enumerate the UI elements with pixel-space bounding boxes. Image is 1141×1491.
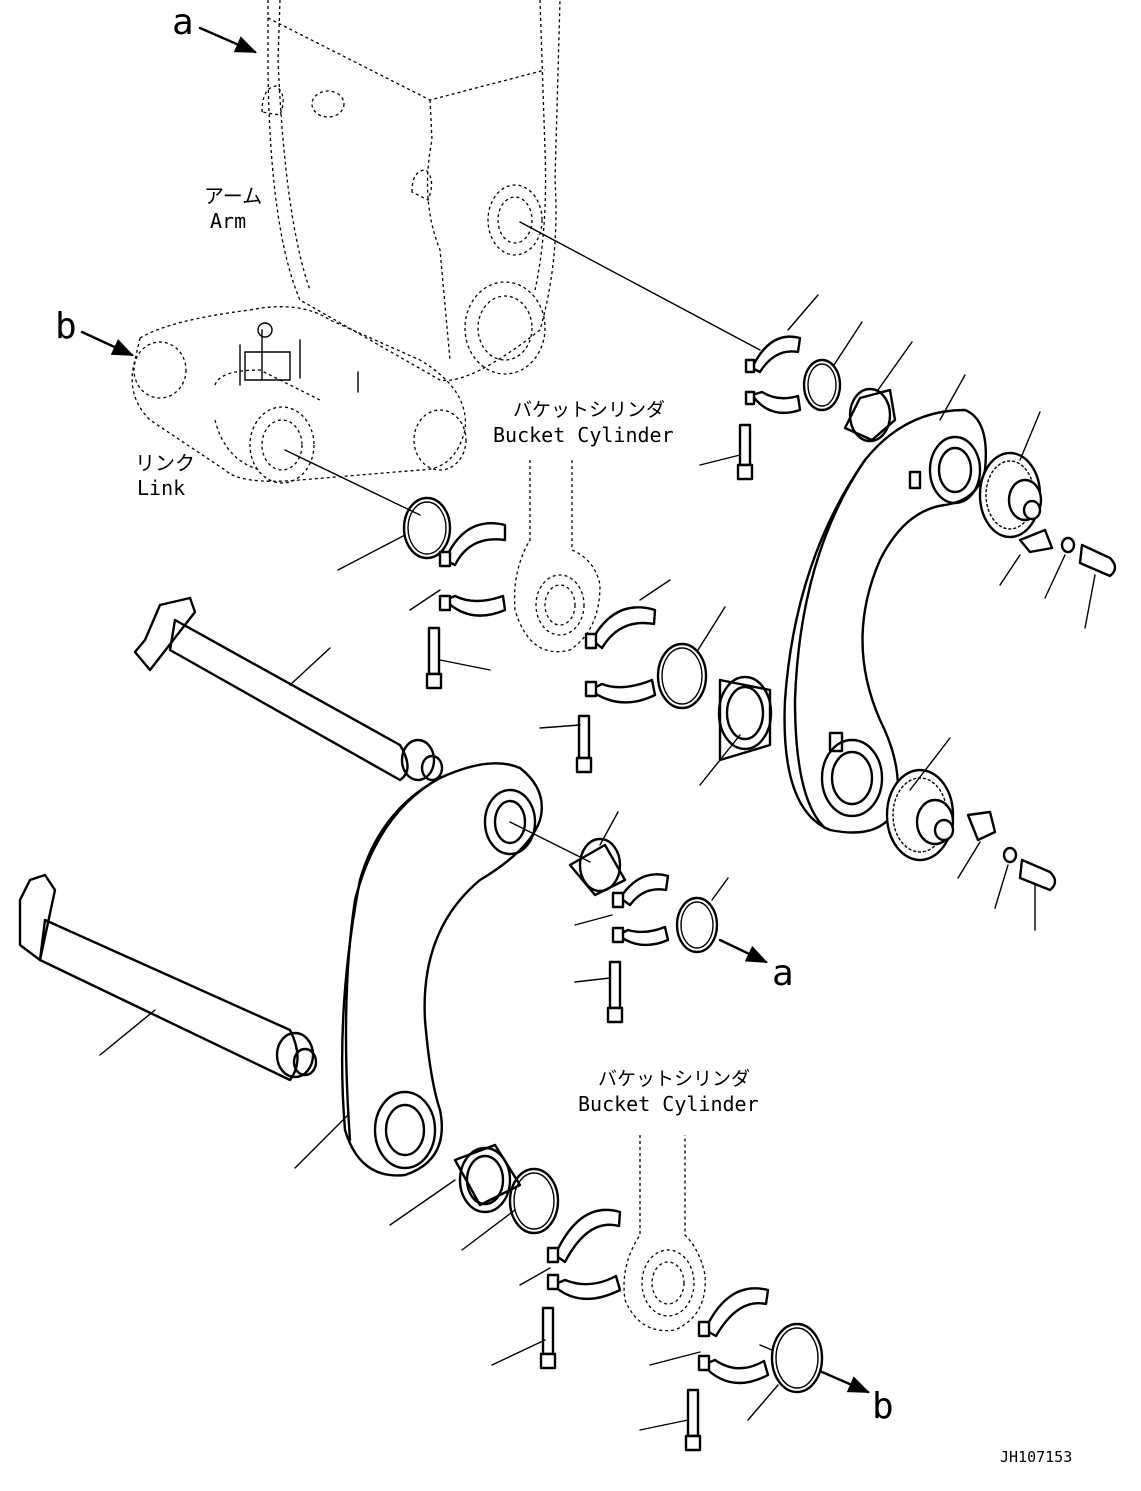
bolt-4 [608,962,622,1022]
end-cap-upper [980,453,1115,576]
right-bucket-link [785,410,986,833]
arrow-a-top [200,28,257,52]
bucket-cylinder-upper-label-en: Bucket Cylinder [493,423,674,447]
seal-ring-b [772,1324,822,1392]
drawing-number: JH107153 [1000,1448,1072,1466]
end-cap-lower [887,770,1055,890]
bushing-bottom [455,1145,520,1212]
arrow-b-bottom [822,1372,870,1392]
leader-lines [100,295,1095,1430]
arm-label-en: Arm [210,209,246,233]
seal-ring-link [404,498,450,558]
upper-pin [135,598,442,780]
bolt-6 [686,1390,700,1450]
bucket-cylinder-lower-outline [624,1135,705,1331]
ref-label-a-bottom: a [772,953,794,994]
clamp-ring-middle [586,607,655,702]
bolt-2 [427,628,441,688]
seal-ring-a-inner [681,902,713,948]
bucket-cylinder-upper-label-jp: バケットシリンダ [513,399,665,421]
seal-ring-link-inner [408,502,446,554]
link-label-en: Link [137,476,185,500]
bushing-middle [719,677,771,760]
seal-ring-bottom [510,1169,558,1233]
arrow-a-bottom [720,940,768,962]
bolt-1 [738,425,752,479]
left-bucket-link [342,763,542,1175]
alignment-lines [285,222,772,1350]
ref-label-a-top: a [172,2,194,43]
clamp-ring-bottom [548,1210,620,1299]
ref-label-b-bottom: b [872,1386,894,1427]
arrow-b-top [82,332,134,355]
seal-ring-a [677,898,717,952]
bolts [427,425,752,1450]
bushing-left-link [570,839,625,895]
link-label-jp: リンク [135,451,195,475]
bucket-cylinder-lower-label-jp: バケットシリンダ [598,1068,750,1090]
clamp-ring-link [440,523,505,615]
bucket-cylinder-upper-outline [515,460,600,652]
clamp-ring-b [699,1288,768,1383]
seal-ring-middle-inner [662,648,702,704]
arm-outline [262,0,560,380]
bolt-5 [541,1308,555,1368]
bucket-cylinder-lower-label-en: Bucket Cylinder [578,1092,759,1116]
clamp-ring-left-link [613,874,668,945]
seal-ring-upper [804,360,840,410]
link-outline [132,307,466,483]
seal-ring-upper-inner [808,364,836,406]
seal-ring-b-inner [776,1328,818,1388]
bushing-upper-right [845,389,895,441]
bolt-3 [577,716,591,772]
arm-label-jp: アーム [204,184,262,208]
clamp-ring-upper [746,337,800,413]
seal-ring-middle [658,644,706,708]
lower-pin [20,875,316,1080]
ref-label-b-top: b [55,306,77,347]
seal-ring-bottom-inner [514,1173,554,1229]
